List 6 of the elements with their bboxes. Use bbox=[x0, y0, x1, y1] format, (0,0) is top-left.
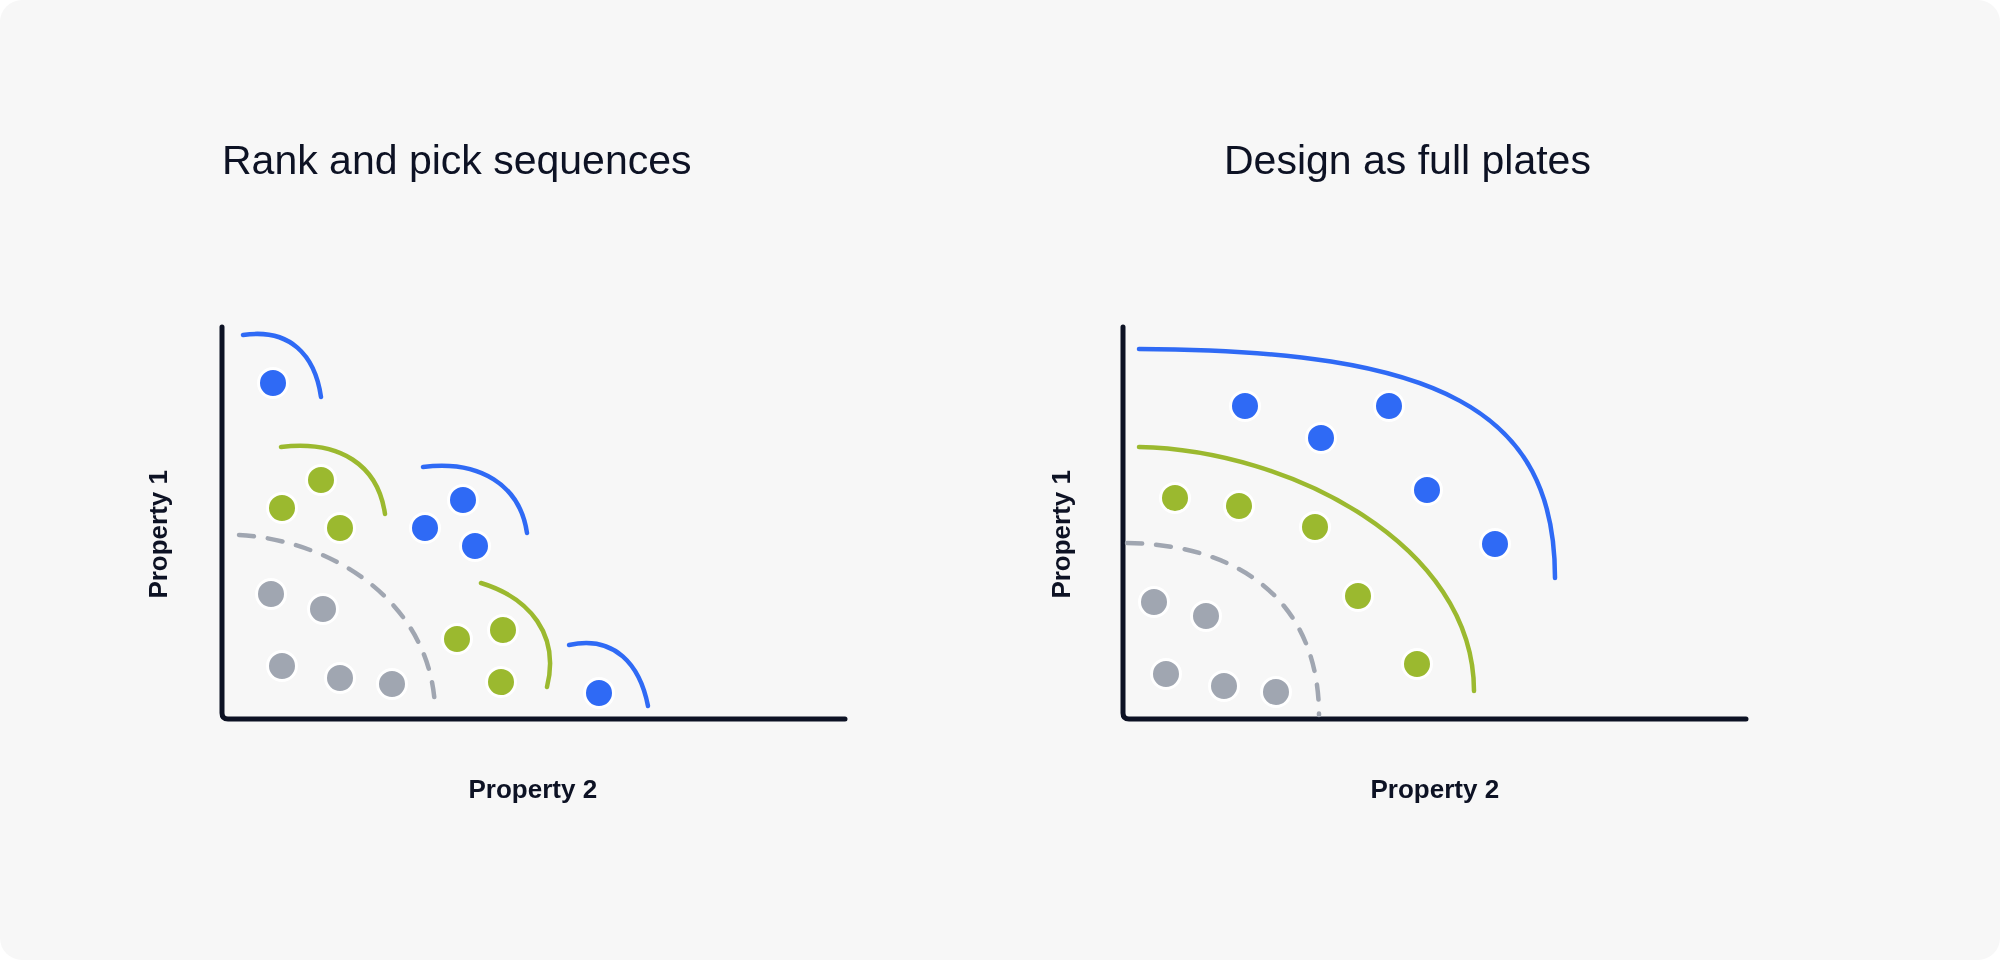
panel-heading: Design as full plates bbox=[1224, 137, 1591, 183]
axis-label: Property 1 bbox=[1046, 469, 1076, 599]
axis-label: Property 2 bbox=[1370, 774, 1500, 804]
axis-label: Property 2 bbox=[468, 774, 598, 804]
panel-heading: Rank and pick sequences bbox=[222, 137, 692, 183]
axis-label: Property 1 bbox=[143, 469, 173, 599]
